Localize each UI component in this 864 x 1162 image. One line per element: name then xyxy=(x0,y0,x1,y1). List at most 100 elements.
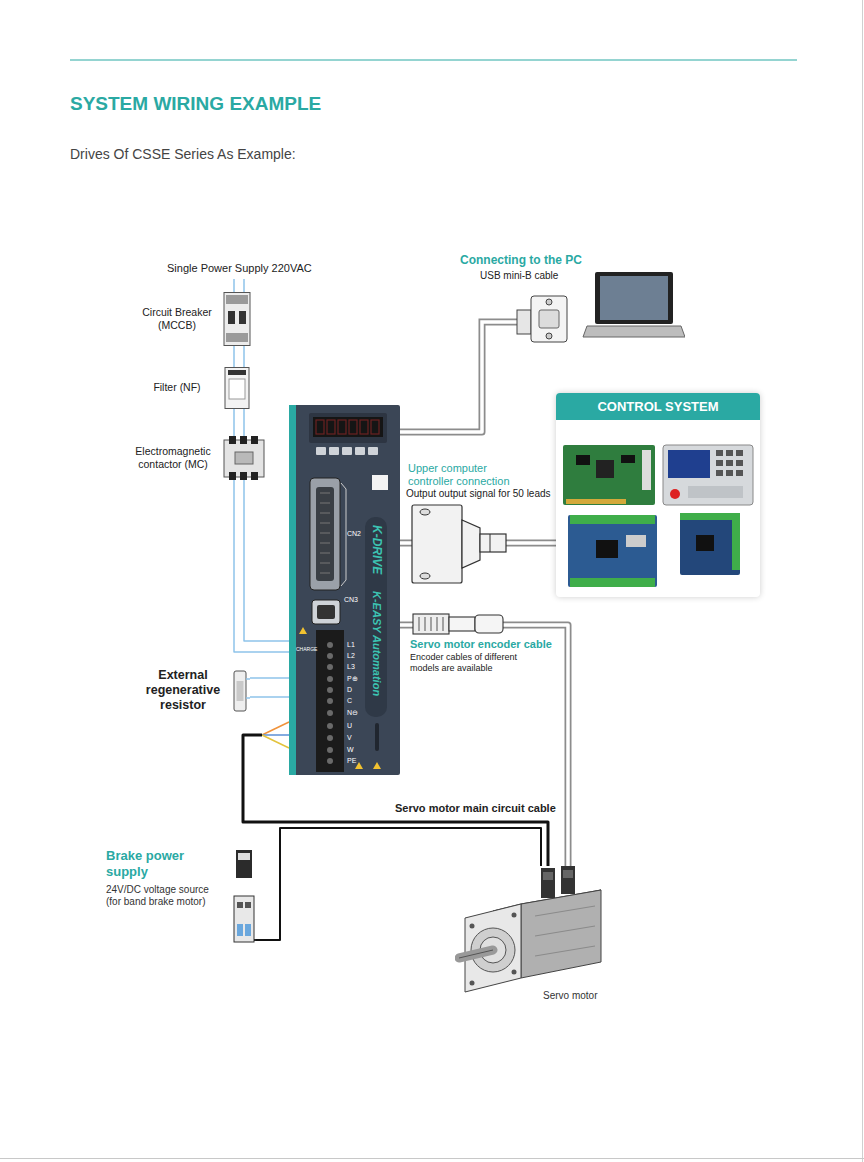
cable-connector xyxy=(234,346,244,367)
regenerative-resistor: External regenerative resistor xyxy=(142,668,250,713)
drawing-part xyxy=(320,553,330,554)
drawing-part xyxy=(596,460,614,478)
drawing-part xyxy=(310,478,340,590)
wire xyxy=(262,722,289,735)
drawing-part xyxy=(561,866,575,894)
controller-plug xyxy=(412,505,506,583)
drawing-part xyxy=(320,503,330,504)
connector-label: Servo motor encoder cable xyxy=(410,638,552,651)
drawing-part xyxy=(449,617,475,631)
text-label: Single Power Supply 220VAC xyxy=(167,262,312,275)
servo-motor: Servo motor xyxy=(455,866,610,1006)
drawing-part xyxy=(226,333,248,342)
drawing-part xyxy=(668,450,710,478)
drawing-part xyxy=(232,848,256,948)
drawing-part xyxy=(470,924,475,929)
drawing-part xyxy=(229,436,236,444)
drawing-part xyxy=(535,926,595,936)
label-column: Electromagnetic contactor (MC) xyxy=(130,445,216,471)
text-label: V xyxy=(347,734,352,742)
drawing-part xyxy=(437,617,438,631)
drawing-part xyxy=(455,866,610,1006)
drawing-part xyxy=(546,299,552,305)
wire xyxy=(243,346,245,367)
wire xyxy=(234,480,289,652)
text-label: CHARGE xyxy=(296,646,317,652)
drawing-part xyxy=(234,896,254,942)
node-label: Servo motor xyxy=(543,990,597,1002)
drawing-part xyxy=(320,513,330,514)
text-label: D xyxy=(347,686,352,694)
drawing-part xyxy=(412,505,462,583)
label-column: Filter (NF) xyxy=(138,381,216,394)
illustration xyxy=(222,292,252,346)
drawing-part xyxy=(626,535,646,547)
cable-connector xyxy=(234,480,289,652)
drawing-part xyxy=(373,762,381,769)
drawing-part xyxy=(736,450,743,456)
drawing-part xyxy=(568,515,657,587)
cable-connector xyxy=(400,345,482,432)
drawing-part xyxy=(224,440,264,477)
drawing-part xyxy=(365,517,387,717)
drawing-part xyxy=(732,520,740,570)
drawing-part xyxy=(234,671,246,711)
drawing-part xyxy=(716,450,723,456)
connector-label: Servo motor main circuit cable xyxy=(395,802,556,815)
drawing-part xyxy=(431,617,432,631)
drawing-part xyxy=(316,630,344,772)
drawing-part xyxy=(228,370,246,375)
text-label: P⊕ xyxy=(347,675,358,683)
drawing-part xyxy=(320,493,330,494)
wire xyxy=(233,409,235,436)
drawing-part xyxy=(289,405,400,775)
drawing-part xyxy=(475,615,503,633)
drawing-part xyxy=(327,698,333,704)
drawing-part xyxy=(535,906,595,916)
label-column: External regenerative resistor xyxy=(142,668,224,713)
page-edge xyxy=(862,0,863,1162)
wire xyxy=(400,345,482,432)
drawing-part xyxy=(621,455,635,463)
circuit-breaker: Circuit Breaker (MCCB) xyxy=(138,292,252,346)
drawing-part xyxy=(680,513,740,575)
cable-connector xyxy=(234,409,244,436)
drawing-part xyxy=(327,747,333,753)
drawing-part xyxy=(443,617,444,631)
drawing-part xyxy=(327,723,333,729)
drawing-part xyxy=(329,447,339,455)
drawing-part xyxy=(372,475,388,490)
drawing-part xyxy=(556,420,760,597)
drawing-part xyxy=(320,543,330,544)
drawing-part xyxy=(342,447,352,455)
drawing-part xyxy=(482,322,517,345)
wire xyxy=(400,625,568,866)
drawing-part xyxy=(570,515,655,524)
drawing-part xyxy=(327,642,333,648)
connector-label: Upper computer controller connection xyxy=(408,462,526,488)
node-label: USB mini-B cable xyxy=(480,270,558,282)
drawing-part xyxy=(235,452,253,464)
drawing-part xyxy=(327,664,333,670)
text-label: Output output signal for 50 leads xyxy=(406,488,551,500)
drawing-part xyxy=(338,420,346,434)
filter: Filter (NF) xyxy=(138,367,252,409)
drawing-part xyxy=(482,322,517,345)
drawing-part xyxy=(246,678,250,680)
drawing-part xyxy=(360,420,368,434)
drawing-part xyxy=(716,470,723,476)
node-label: Filter (NF) xyxy=(138,381,216,394)
drawing-part xyxy=(419,617,420,631)
drawing-part xyxy=(327,735,333,741)
text-label: CN3 xyxy=(344,596,358,604)
cable-connector xyxy=(250,678,289,697)
drawing-part xyxy=(225,368,249,409)
drawing-part xyxy=(236,850,252,878)
text-label: W xyxy=(347,746,354,754)
drawing-part xyxy=(309,413,387,443)
drawing-part xyxy=(595,272,673,324)
drawing-part xyxy=(642,450,651,490)
drawing-part xyxy=(313,417,383,437)
drawing-part xyxy=(670,489,680,499)
drawing-part xyxy=(239,311,246,324)
